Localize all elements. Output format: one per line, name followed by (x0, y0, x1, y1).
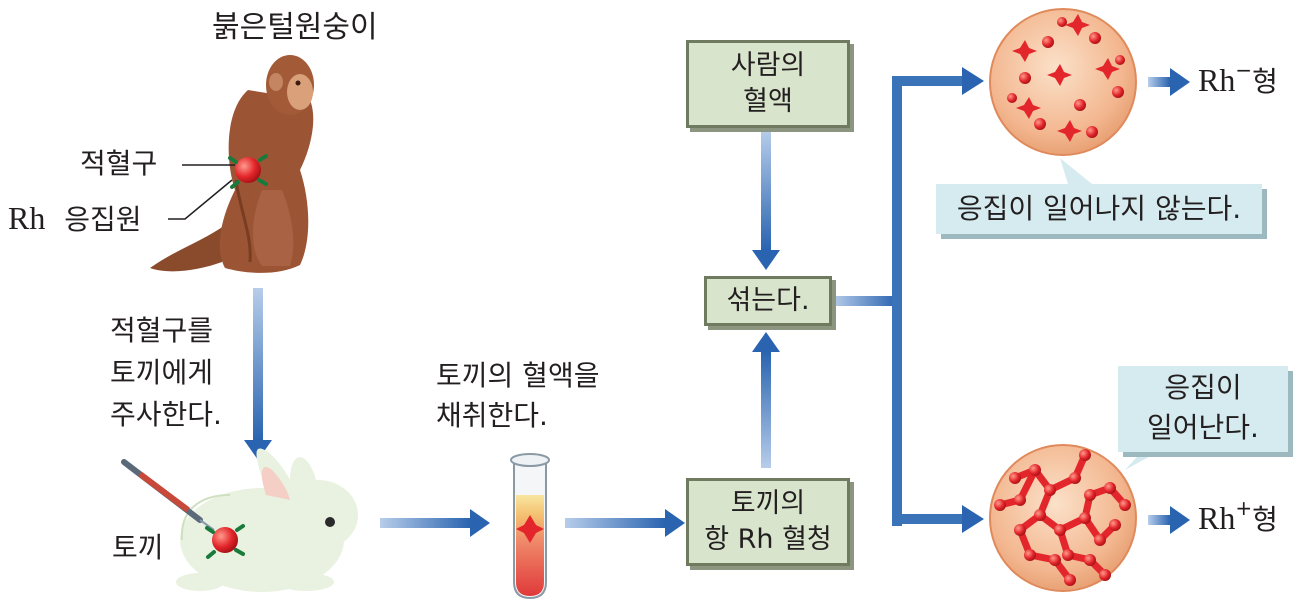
mix-box: 섞는다. (704, 276, 832, 326)
rh-pos-base: Rh (1198, 500, 1236, 536)
branch-vertical (892, 76, 902, 526)
arrow-collect (380, 518, 470, 528)
step-inject-line-2: 토끼에게 (110, 356, 214, 389)
human-blood-box: 사람의 혈액 (686, 40, 850, 128)
rabbit-illustration (176, 448, 358, 592)
arrow-to-serum (565, 518, 665, 528)
arrow-mix-out (832, 296, 897, 306)
agglutination-callout: 응집이 일어난다. (1118, 366, 1288, 452)
agglutination-circle (989, 444, 1137, 592)
step-collect-line-2: 채취한다. (436, 399, 548, 432)
step-collect-text: 토끼의 혈액을 채취한다. (436, 356, 599, 436)
monkey-title: 붉은털원숭이 (212, 10, 378, 45)
step-inject-text: 적혈구를 토끼에게 주사한다. (110, 310, 222, 436)
rbc-with-antigen-icon (228, 154, 268, 189)
agglutination-line-2: 일어난다. (1147, 411, 1259, 444)
branch-top (892, 76, 962, 86)
callout-pointer-top (1060, 158, 1092, 184)
rh-neg-suffix: 형 (1252, 65, 1278, 98)
arrow-serum-up (761, 352, 771, 468)
agglutination-line-1: 응집이 (1164, 371, 1242, 404)
syringe-icon (121, 459, 215, 531)
human-blood-line-1: 사람의 (730, 50, 806, 81)
rh-pos-sign: + (1235, 496, 1253, 520)
step-collect-line-1: 토끼의 혈액을 (436, 359, 600, 392)
branch-bottom (892, 514, 962, 524)
arrow-blood-down (761, 130, 771, 250)
arrow-rh-pos (1148, 515, 1170, 525)
label-rh: Rh (8, 200, 46, 236)
no-agglutination-callout: 응집이 일어나지 않는다. (936, 184, 1262, 234)
antigen-leader-line (168, 179, 233, 220)
serum-box: 토끼의 항 Rh 혈청 (686, 478, 850, 566)
callout-pointer-bottom (1125, 448, 1165, 470)
test-tube-icon (510, 453, 550, 600)
serum-box-line-2: 항 Rh 혈청 (704, 524, 832, 555)
rh-pos-suffix: 형 (1252, 503, 1278, 536)
arrow-inject (253, 288, 263, 440)
step-inject-line-3: 주사한다. (110, 398, 222, 431)
human-blood-line-2: 혈액 (743, 86, 793, 117)
rabbit-rbc-icon (205, 524, 245, 559)
monkey-illustration (150, 55, 314, 273)
label-rabbit: 토끼 (112, 531, 164, 564)
result-rh-positive: Rh+형 (1198, 496, 1278, 540)
label-rbc: 적혈구 (80, 147, 158, 180)
label-rh-antigen: Rh 응집원 (8, 200, 142, 238)
step-inject-line-1: 적혈구를 (110, 314, 214, 347)
label-antigen: 응집원 (64, 203, 142, 236)
rh-neg-base: Rh (1198, 62, 1236, 98)
rh-neg-sign: − (1235, 58, 1253, 82)
result-rh-negative: Rh−형 (1198, 58, 1278, 102)
no-agglutination-circle (989, 8, 1137, 156)
arrow-rh-neg (1148, 77, 1170, 87)
serum-box-line-1: 토끼의 (730, 488, 806, 519)
